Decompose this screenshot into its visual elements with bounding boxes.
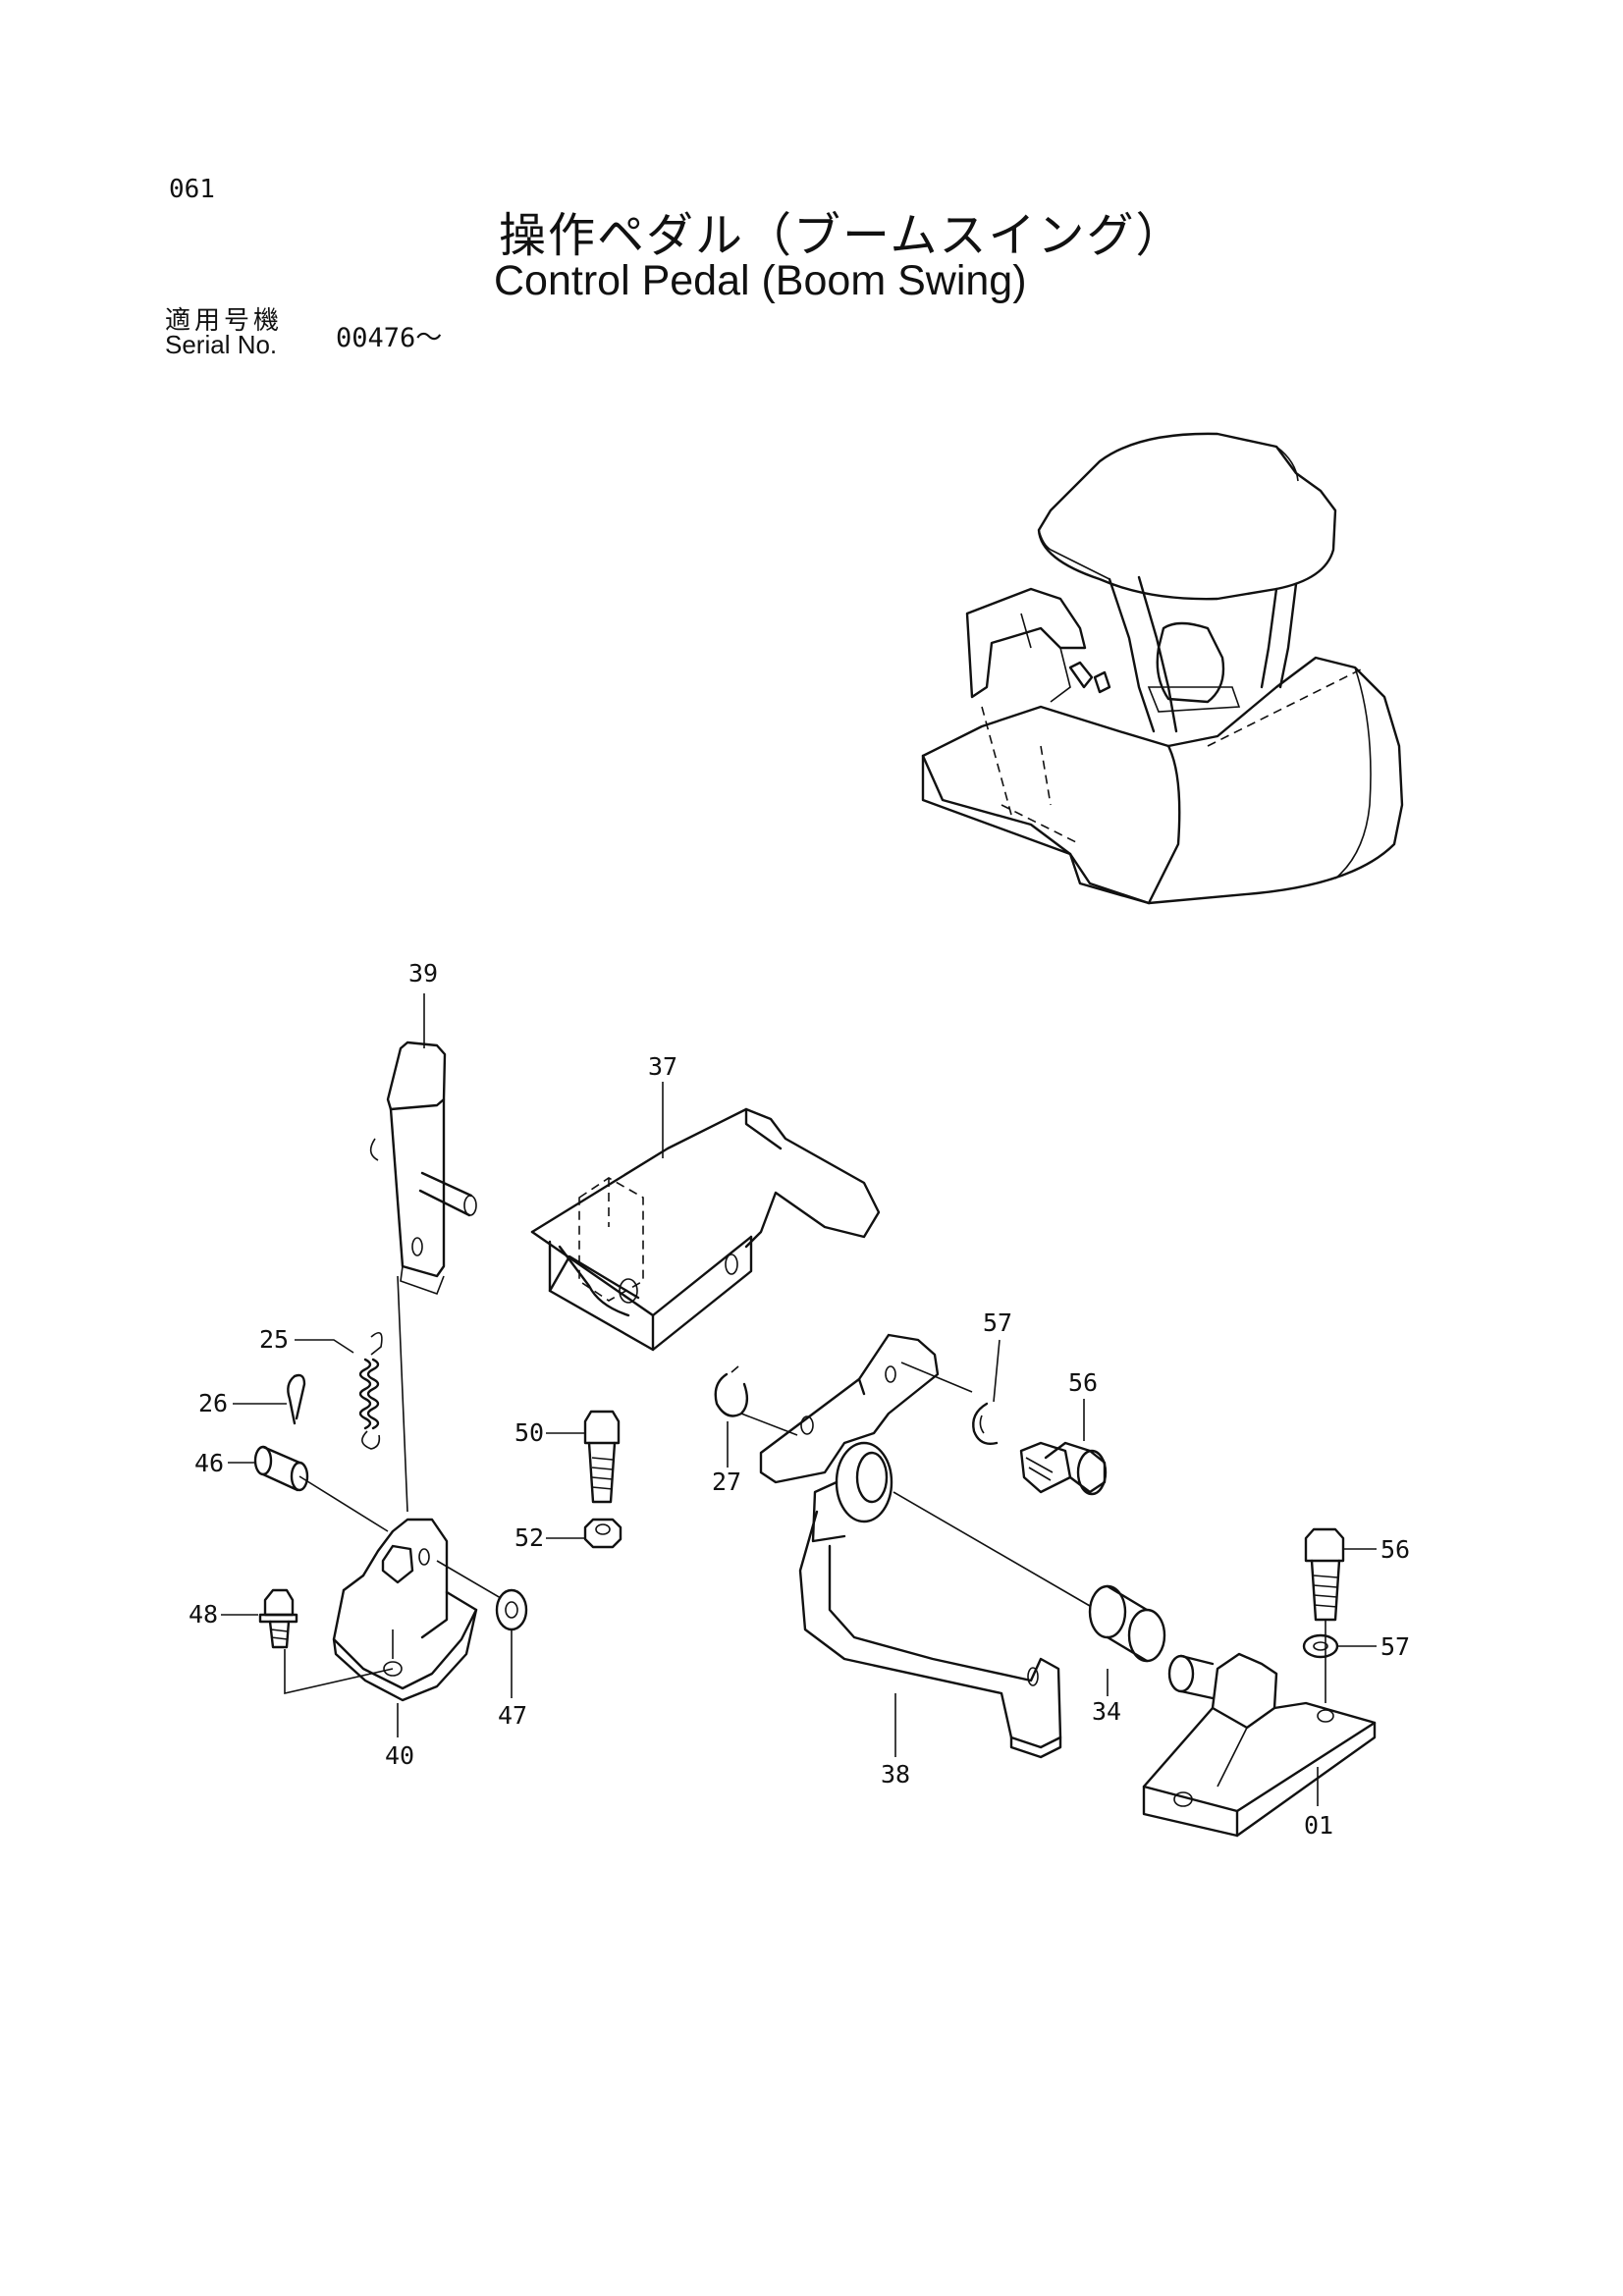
- part-52-nut: [583, 1518, 622, 1549]
- part-56-bolt-top: [1019, 1441, 1108, 1496]
- callout-38: 38: [881, 1760, 910, 1789]
- serial-number-value: 00476～: [336, 323, 443, 353]
- callout-39: 39: [408, 959, 438, 988]
- part-38-pedal-arm: [759, 1333, 1091, 1759]
- callout-57-right: 57: [1380, 1632, 1410, 1661]
- serial-label-japanese: 適用号機: [165, 306, 284, 336]
- callout-27: 27: [712, 1468, 741, 1496]
- part-57-ering-top: [972, 1402, 999, 1445]
- part-50-bolt: [583, 1410, 621, 1504]
- part-56-bolt-right: [1304, 1527, 1345, 1703]
- page-number: 061: [169, 175, 215, 204]
- callout-50: 50: [514, 1418, 544, 1447]
- part-34-bushing: [1088, 1584, 1166, 1663]
- title-english: Control Pedal (Boom Swing): [494, 257, 1027, 304]
- callout-34: 34: [1092, 1697, 1121, 1726]
- part-01-support-bracket: [1142, 1652, 1377, 1838]
- callout-46: 46: [194, 1449, 224, 1477]
- machine-overview-illustration: [921, 432, 1404, 905]
- part-26-cotter-pin: [287, 1373, 306, 1425]
- callout-47: 47: [498, 1701, 527, 1730]
- callout-56-top: 56: [1068, 1368, 1098, 1397]
- callout-40: 40: [385, 1741, 414, 1770]
- part-39-bracket: [369, 1041, 477, 1296]
- callout-01: 01: [1304, 1811, 1333, 1840]
- callout-labels: 39 37 25 26 46 48 40 47 50 52 27 57 56 3…: [189, 959, 1410, 1840]
- callout-48: 48: [189, 1600, 218, 1629]
- callout-56-right: 56: [1380, 1535, 1410, 1564]
- callout-37: 37: [648, 1052, 677, 1081]
- callout-52: 52: [514, 1523, 544, 1552]
- part-25-spring: [358, 1275, 408, 1513]
- part-48-bolt: [258, 1588, 394, 1695]
- callout-26: 26: [198, 1389, 228, 1417]
- callout-25: 25: [259, 1325, 289, 1354]
- callout-57-top: 57: [983, 1308, 1012, 1337]
- part-37-pedal: [530, 1107, 881, 1352]
- leader-lines: [221, 993, 1377, 1806]
- serial-label-english: Serial No.: [165, 330, 278, 359]
- title-japanese: 操作ペダル（ブームスイング）: [499, 208, 1185, 263]
- part-40-base-bracket: [332, 1518, 478, 1702]
- part-57-washer-right: [1302, 1633, 1339, 1659]
- part-46-pin: [253, 1445, 389, 1532]
